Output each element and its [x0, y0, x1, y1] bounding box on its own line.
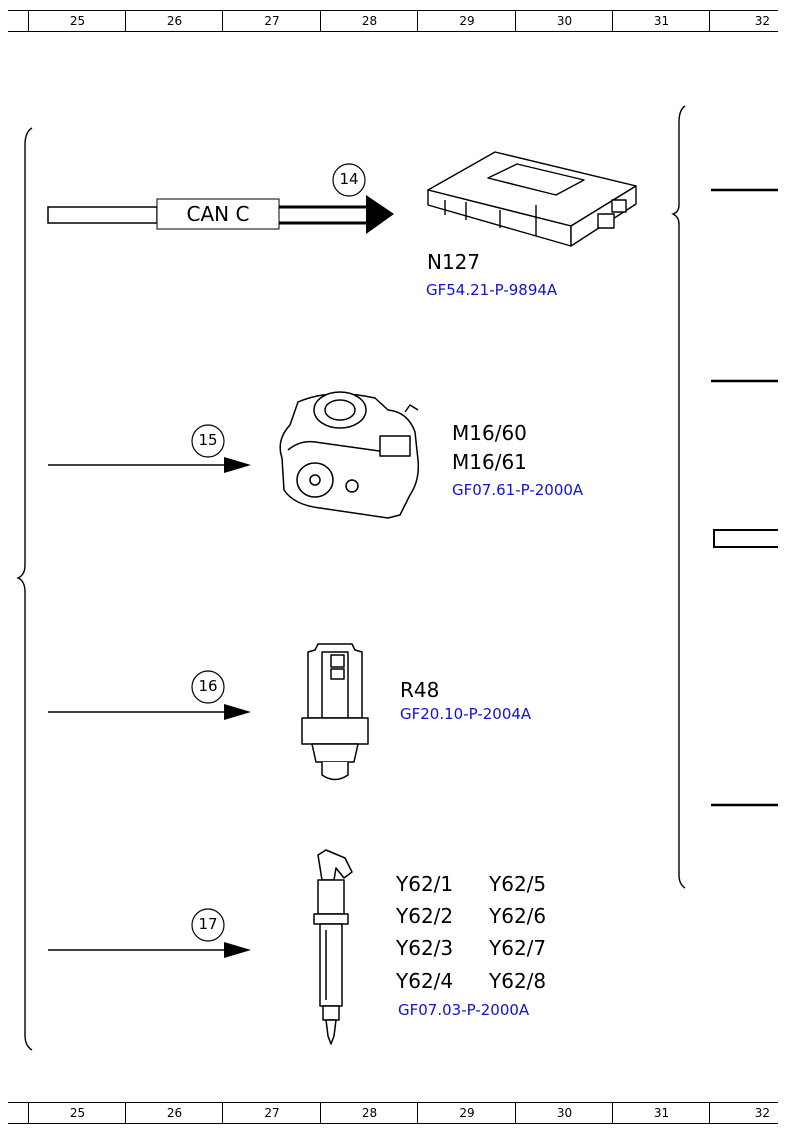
- can-bus-label: CAN C: [186, 202, 250, 226]
- item-number-17: 17: [198, 915, 218, 933]
- component-code: M16/61: [452, 450, 527, 474]
- circle-16: [191, 670, 225, 704]
- ruler-col: 30: [515, 11, 613, 31]
- circle-15: [191, 424, 225, 458]
- reference-link[interactable]: GF20.10-P-2004A: [400, 705, 532, 723]
- reference-link[interactable]: GF07.03-P-2000A: [398, 1001, 530, 1019]
- throttle-actuator-icon: [279, 391, 420, 519]
- component-code: Y62/1: [396, 872, 454, 896]
- ruler-col: 27: [222, 11, 321, 31]
- component-code: Y62/6: [489, 904, 547, 928]
- top-column-ruler: 25 26 27 28 29 30 31 32: [8, 10, 778, 32]
- ruler-col: 29: [417, 11, 516, 31]
- right-brace: [671, 105, 686, 889]
- component-code: Y62/4: [396, 969, 454, 993]
- component-code: Y62/7: [489, 936, 547, 960]
- ruler-col: 32: [709, 1103, 778, 1123]
- temperature-sensor-icon: [301, 643, 369, 781]
- reference-link[interactable]: GF54.21-P-9894A: [426, 281, 558, 299]
- arrow-16: [48, 704, 251, 720]
- component-code: Y62/2: [396, 904, 454, 928]
- ruler-col: 28: [320, 11, 418, 31]
- arrow-17: [48, 942, 251, 958]
- ruler-col: 28: [320, 1103, 418, 1123]
- item-number-15: 15: [198, 431, 218, 449]
- component-code: R48: [400, 678, 440, 702]
- circle-17: [191, 908, 225, 942]
- circle-14: [332, 163, 366, 197]
- can-bus-line: [47, 195, 394, 234]
- reference-link[interactable]: GF07.61-P-2000A: [452, 481, 584, 499]
- item-number-16: 16: [198, 677, 218, 695]
- component-code: M16/60: [452, 421, 527, 445]
- control-unit-icon: [427, 151, 637, 247]
- ruler-col: 27: [222, 1103, 321, 1123]
- ruler-col: 32: [709, 11, 778, 31]
- bottom-column-ruler: 25 26 27 28 29 30 31 32: [8, 1102, 778, 1124]
- item-number-14: 14: [339, 170, 359, 188]
- component-code: Y62/5: [489, 872, 547, 896]
- ruler-col: 30: [515, 1103, 613, 1123]
- ruler-col: 29: [417, 1103, 516, 1123]
- ruler-col: 26: [125, 1103, 223, 1123]
- ruler-col: 26: [125, 11, 223, 31]
- component-code: Y62/8: [489, 969, 547, 993]
- ruler-col: 25: [28, 1103, 126, 1123]
- ruler-col: 31: [612, 11, 710, 31]
- arrow-15: [48, 457, 251, 473]
- injector-icon: [313, 849, 353, 1045]
- component-code: Y62/3: [396, 936, 454, 960]
- ruler-col: 31: [612, 1103, 710, 1123]
- left-brace: [16, 127, 33, 1051]
- ruler-col: 25: [28, 11, 126, 31]
- component-code: N127: [427, 250, 481, 274]
- right-stub-box: [713, 529, 778, 548]
